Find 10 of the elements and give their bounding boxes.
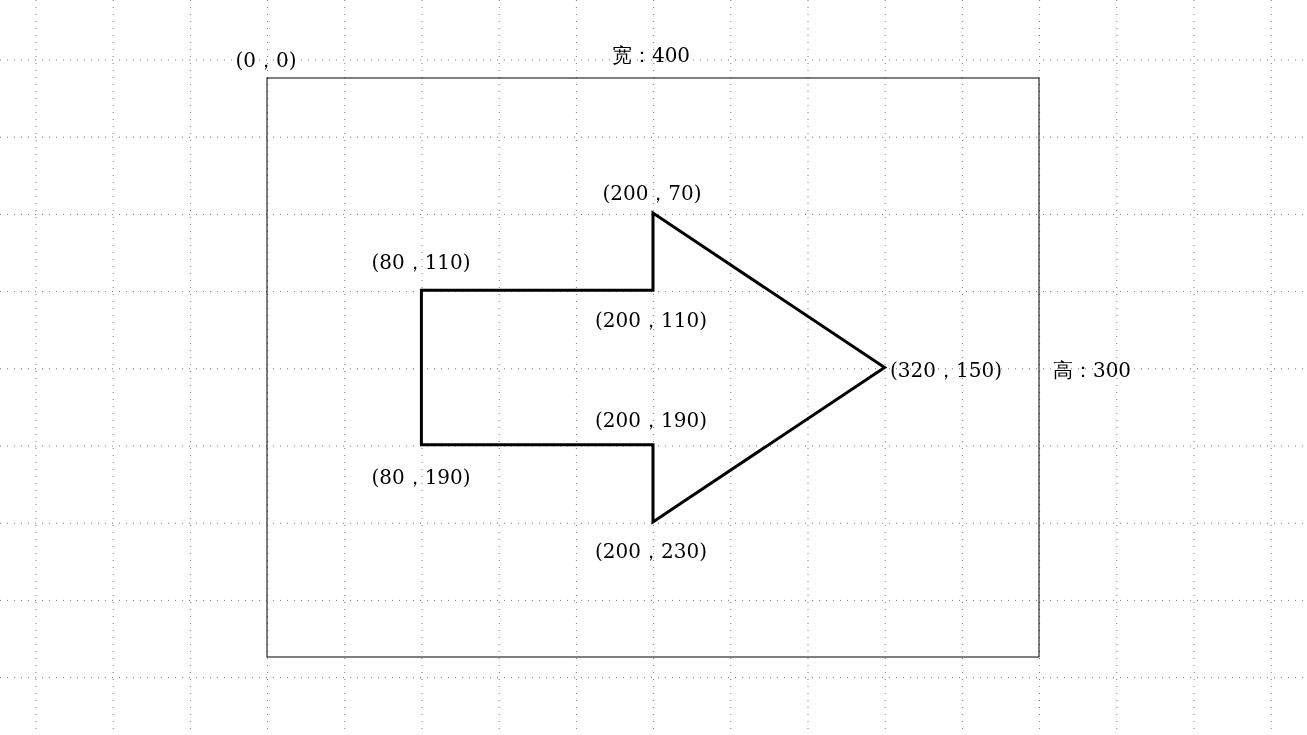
coordinate-label: (320，150) [890,359,1002,381]
coordinate-label: (80，190) [371,466,471,488]
coordinate-label: (200，110) [595,309,707,331]
coordinate-label: (200，190) [595,409,707,431]
coordinate-label: (200，70) [602,182,702,204]
coordinate-label: (0，0) [235,49,297,71]
width-label: 宽：400 [611,44,691,66]
height-label: 高：300 [1052,359,1132,381]
coordinate-label: (200，230) [595,540,707,562]
coordinate-label: (80，110) [371,251,471,273]
